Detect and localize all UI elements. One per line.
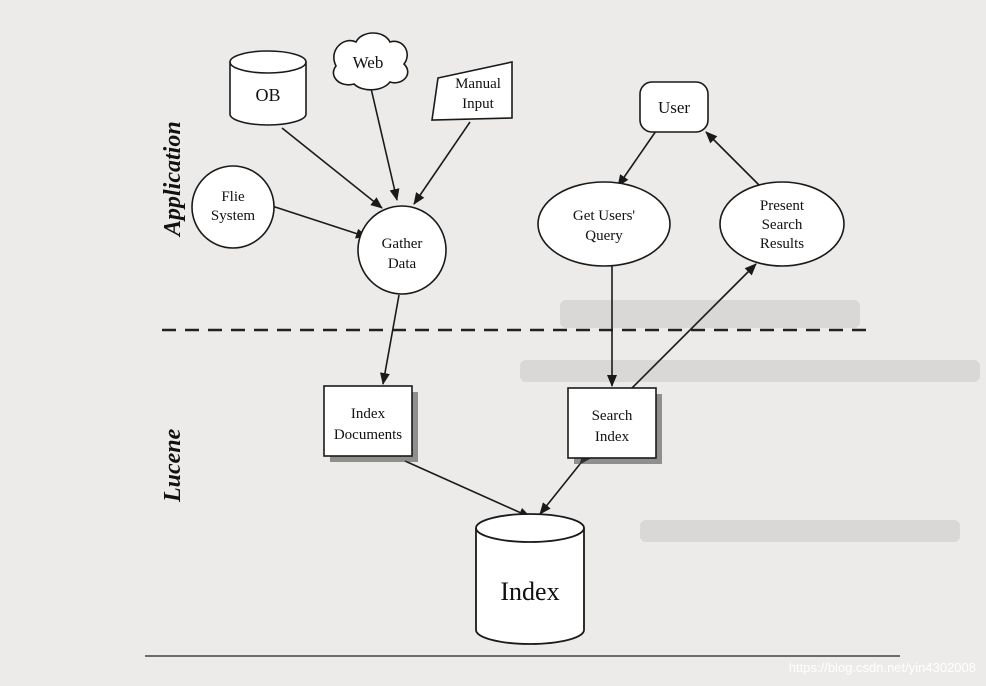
user-node: User bbox=[639, 81, 709, 133]
edge-ob-to-gather bbox=[281, 127, 383, 209]
edge-filesystem-to-gather bbox=[271, 205, 368, 239]
user-label: User bbox=[658, 98, 690, 117]
background-bleed bbox=[520, 300, 980, 542]
search-index-label-line1: Search bbox=[592, 408, 633, 424]
ob-label: OB bbox=[255, 85, 280, 105]
file-system-label-line2: System bbox=[211, 208, 256, 224]
present-search-results-node: Present Search Results bbox=[719, 181, 845, 267]
edges bbox=[271, 83, 763, 518]
section-label-application: Application bbox=[160, 121, 186, 238]
index-documents-label-line1: Index bbox=[351, 406, 386, 422]
file-system-node: Flie System bbox=[191, 165, 275, 249]
index-label: Index bbox=[500, 577, 559, 606]
manual-input-label-line2: Input bbox=[462, 96, 494, 112]
present-results-label-line2: Search bbox=[762, 217, 803, 233]
present-results-label-line3: Results bbox=[760, 236, 804, 252]
gather-data-label-line2: Data bbox=[388, 256, 417, 272]
manual-input-node: Manual Input bbox=[431, 61, 513, 121]
edge-searchindex-to-present bbox=[631, 263, 757, 389]
search-index-node: Search Index bbox=[567, 387, 662, 464]
index-documents-label-line2: Documents bbox=[334, 427, 402, 443]
edge-present-to-user bbox=[705, 131, 763, 189]
gather-data-label-line1: Gather bbox=[382, 236, 423, 252]
edge-user-to-getquery bbox=[617, 130, 657, 187]
edge-manual-to-gather bbox=[413, 121, 471, 205]
index-database-node: Index bbox=[475, 513, 585, 645]
index-documents-node: Index Documents bbox=[323, 385, 418, 462]
get-users-query-label-line2: Query bbox=[585, 228, 623, 244]
search-index-label-line2: Index bbox=[595, 429, 630, 445]
gather-data-node: Gather Data bbox=[357, 205, 447, 295]
web-label: Web bbox=[353, 53, 384, 72]
file-system-label-line1: Flie bbox=[221, 189, 245, 205]
section-label-lucene: Lucene bbox=[160, 428, 186, 503]
edge-gather-to-indexdocs bbox=[380, 294, 400, 385]
get-users-query-node: Get Users' Query bbox=[537, 181, 671, 267]
edge-indexdocs-to-index bbox=[404, 460, 531, 518]
ob-database-node: OB bbox=[229, 50, 307, 126]
edge-searchindex-to-index bbox=[539, 452, 591, 515]
web-cloud-node: Web bbox=[332, 32, 409, 91]
watermark-url: https://blog.csdn.net/yin4302008 bbox=[789, 660, 976, 675]
manual-input-label-line1: Manual bbox=[455, 76, 501, 92]
get-users-query-label-line1: Get Users' bbox=[573, 208, 636, 224]
edge-web-to-gather bbox=[369, 83, 400, 201]
present-results-label-line1: Present bbox=[760, 198, 805, 214]
